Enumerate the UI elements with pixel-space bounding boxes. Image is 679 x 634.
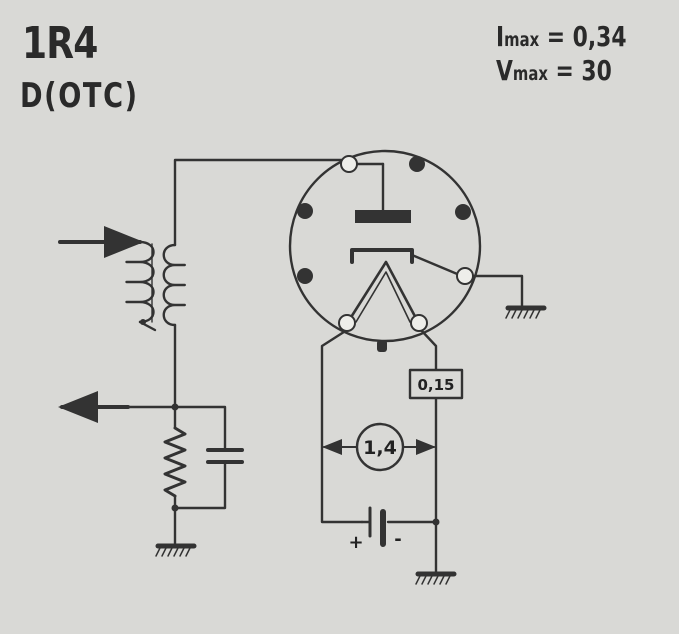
plate-wire xyxy=(173,158,348,247)
ground-symbol-right xyxy=(415,571,457,585)
imax-symbol: I xyxy=(496,20,505,53)
filament-resistor-label: 0,15 xyxy=(417,376,454,394)
capacitor-bottom-wire xyxy=(173,460,227,510)
grid-ground-wire xyxy=(468,274,524,308)
wire-junction-battery xyxy=(432,518,440,526)
tube-envelope xyxy=(288,149,482,343)
tube-pin-unused-left-lower xyxy=(297,268,313,284)
imax-spec: Imax = 0,34 xyxy=(496,20,627,53)
primary-coil-end-dot xyxy=(140,319,146,325)
transformer-secondary-coil xyxy=(162,243,186,327)
wire-junction-top xyxy=(171,403,179,411)
tube-function-label: D(OTC) xyxy=(20,76,139,116)
grid-electrode xyxy=(350,248,414,264)
tube-pin-plate xyxy=(340,155,358,173)
plate-electrode xyxy=(355,210,411,223)
transformer-primary-coil xyxy=(125,240,155,324)
voltmeter-circle xyxy=(355,422,405,472)
ground-symbol-grid xyxy=(505,305,547,319)
tube-pin-unused-right-upper xyxy=(455,204,471,220)
vmax-equals: = xyxy=(547,54,582,87)
tube-key-notch xyxy=(377,340,387,352)
grid-to-pin-wire xyxy=(410,253,464,278)
filament-inner xyxy=(355,271,411,323)
vmax-spec: Vmax = 30 xyxy=(496,54,612,87)
grid-leak-resistor xyxy=(163,426,187,498)
imax-equals: = xyxy=(539,20,573,53)
battery-plus-label: + xyxy=(348,532,363,553)
imax-subscript: max xyxy=(504,29,540,51)
tube-pin-filament-left xyxy=(338,314,356,332)
battery-minus-label: - xyxy=(394,529,401,550)
filament-resistor-box xyxy=(408,368,464,400)
capacitor-top-wire xyxy=(173,405,227,450)
ground-symbol-left xyxy=(155,543,197,557)
voltmeter-label: 1,4 xyxy=(363,437,397,459)
vmax-subscript: max xyxy=(512,63,548,85)
tube-type-title: 1R4 xyxy=(22,18,98,69)
tube-pin-grid xyxy=(456,267,474,285)
tube-pin-unused-top xyxy=(409,156,425,172)
vmax-symbol: V xyxy=(496,54,513,87)
filament xyxy=(346,260,420,324)
filament-right-wire xyxy=(419,328,438,372)
filament-left-wire xyxy=(320,328,364,524)
imax-value: 0,34 xyxy=(572,20,627,53)
tube-pin-unused-left-upper xyxy=(297,203,313,219)
vmax-value: 30 xyxy=(581,54,612,87)
tube-pin-filament-right xyxy=(410,314,428,332)
wire-junction-bottom xyxy=(171,504,179,512)
